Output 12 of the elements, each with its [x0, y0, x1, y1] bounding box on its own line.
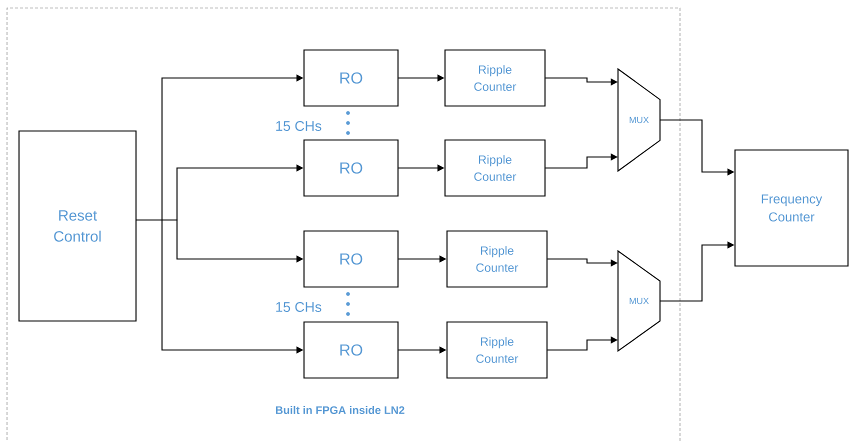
block-box: RO	[303, 139, 399, 197]
block-box: Ripple Counter	[444, 49, 546, 107]
block-box: RO	[303, 321, 399, 379]
block-box: Reset Control	[18, 130, 137, 322]
block-box: Ripple Counter	[444, 139, 546, 197]
channel-count-label: 15 CHs	[276, 302, 322, 312]
block-box: Ripple Counter	[446, 230, 548, 288]
block-box: Ripple Counter	[446, 321, 548, 379]
block-box: Frequency Counter	[734, 149, 849, 267]
block-box: RO	[303, 230, 399, 288]
block-box: RO	[303, 49, 399, 107]
channel-count-label: 15 CHs	[276, 121, 322, 131]
